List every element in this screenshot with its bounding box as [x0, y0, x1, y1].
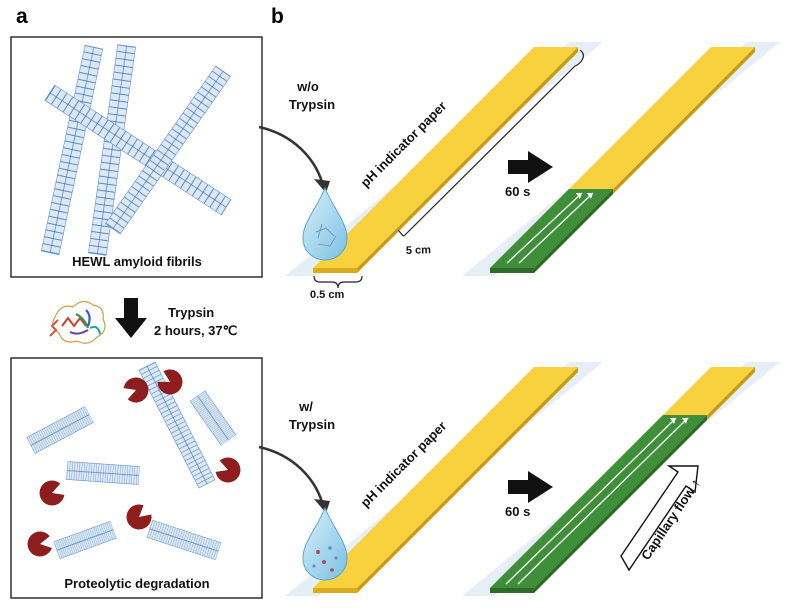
condition-bottom-line1: w/ [298, 399, 313, 414]
capillary-flow-arrow-icon [620, 465, 699, 572]
curved-arrow-bottom [258, 445, 324, 503]
trypsin-condition-line2: 2 hours, 37℃ [154, 323, 237, 338]
ph-strip-top-after [490, 47, 755, 273]
trypsin-molecule-icon [49, 300, 106, 344]
panel-a-label: a [16, 5, 28, 28]
right-arrow-bottom-icon [508, 471, 553, 503]
width-bracket [313, 275, 363, 289]
curved-arrow-bottom-head [314, 499, 330, 513]
sample-droplet-bottom [302, 506, 348, 581]
length-label: 5 cm [406, 244, 432, 257]
ph-strip-top-before [313, 47, 578, 273]
ph-strip-bottom-after [490, 367, 755, 593]
sample-droplet-top [302, 186, 348, 261]
panel-b-label: b [271, 5, 284, 28]
condition-top-line2: Trypsin [289, 97, 335, 112]
trypsin-condition-line1: Trypsin [168, 305, 214, 320]
condition-bottom-line2: Trypsin [289, 417, 335, 432]
degradation-caption: Proteolytic degradation [64, 576, 209, 591]
fibrils-caption: HEWL amyloid fibrils [72, 254, 202, 269]
condition-top-line1: w/o [296, 79, 319, 94]
curved-arrow-top [258, 125, 324, 183]
curved-arrow-top-head [314, 179, 330, 193]
length-bracket [397, 49, 584, 237]
right-arrow-top-icon [508, 151, 553, 183]
down-arrow-icon [115, 298, 147, 338]
time-label-bottom: 60 s [505, 504, 530, 519]
time-label-top: 60 s [505, 184, 530, 199]
width-label: 0.5 cm [310, 289, 344, 301]
ph-strip-bottom-before [313, 367, 578, 593]
